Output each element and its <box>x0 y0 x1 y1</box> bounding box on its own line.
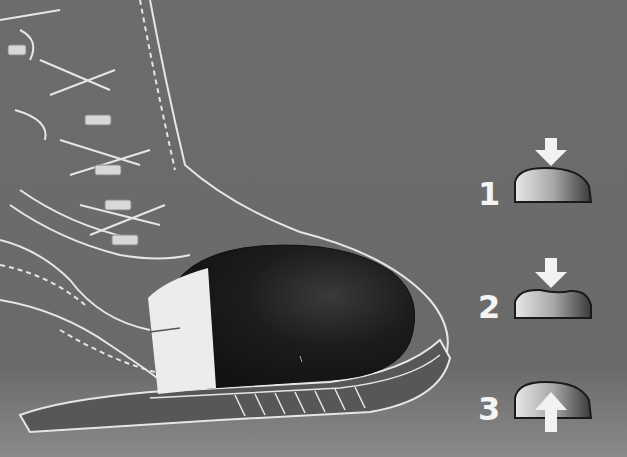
callout-number: 2 <box>478 291 500 323</box>
callout-number: 1 <box>478 178 500 210</box>
callout-number: 3 <box>478 393 500 425</box>
